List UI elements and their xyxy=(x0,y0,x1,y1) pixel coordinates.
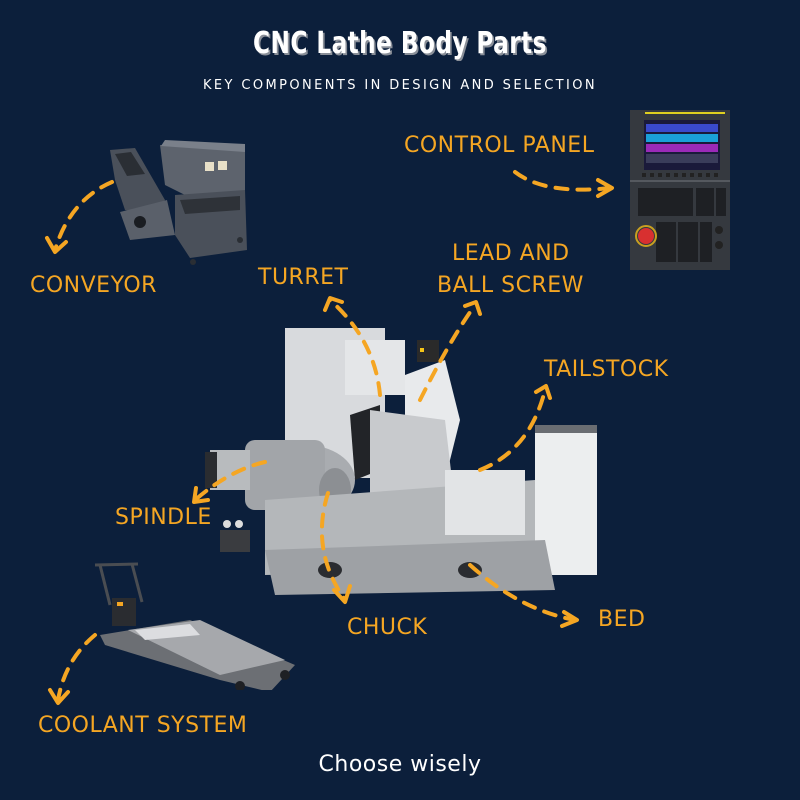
page-title: CNC Lathe Body Parts xyxy=(253,26,547,61)
footer-tagline: Choose wisely xyxy=(318,752,482,777)
label-bed: BED xyxy=(598,607,646,632)
label-lead-ball-screw-line1: LEAD AND xyxy=(452,241,570,266)
arrow-control-panel xyxy=(513,170,612,192)
label-turret: TURRET xyxy=(258,265,349,290)
label-chuck: CHUCK xyxy=(347,615,428,640)
arrow-turret xyxy=(328,298,382,397)
label-conveyor: CONVEYOR xyxy=(30,273,157,298)
coolant-tank-image xyxy=(94,562,295,690)
arrow-bed xyxy=(468,563,577,622)
arrow-tailstock xyxy=(478,388,547,472)
label-tailstock: TAILSTOCK xyxy=(544,357,669,382)
arrow-conveyor xyxy=(53,180,114,252)
conveyor-image xyxy=(110,140,247,265)
control-panel-image xyxy=(630,110,730,270)
label-coolant-system: COOLANT SYSTEM xyxy=(38,713,248,738)
label-spindle: SPINDLE xyxy=(115,505,212,530)
arrow-lead-ball-screw xyxy=(418,303,477,402)
arrow-chuck xyxy=(319,491,347,602)
label-lead-ball-screw-line2: BALL SCREW xyxy=(437,273,584,298)
label-control-panel: CONTROL PANEL xyxy=(404,133,595,158)
arrow-spindle xyxy=(193,460,267,502)
page-subtitle: KEY COMPONENTS IN DESIGN AND SELECTION xyxy=(202,78,598,93)
arrow-coolant xyxy=(56,633,97,702)
lathe-image xyxy=(205,328,597,595)
